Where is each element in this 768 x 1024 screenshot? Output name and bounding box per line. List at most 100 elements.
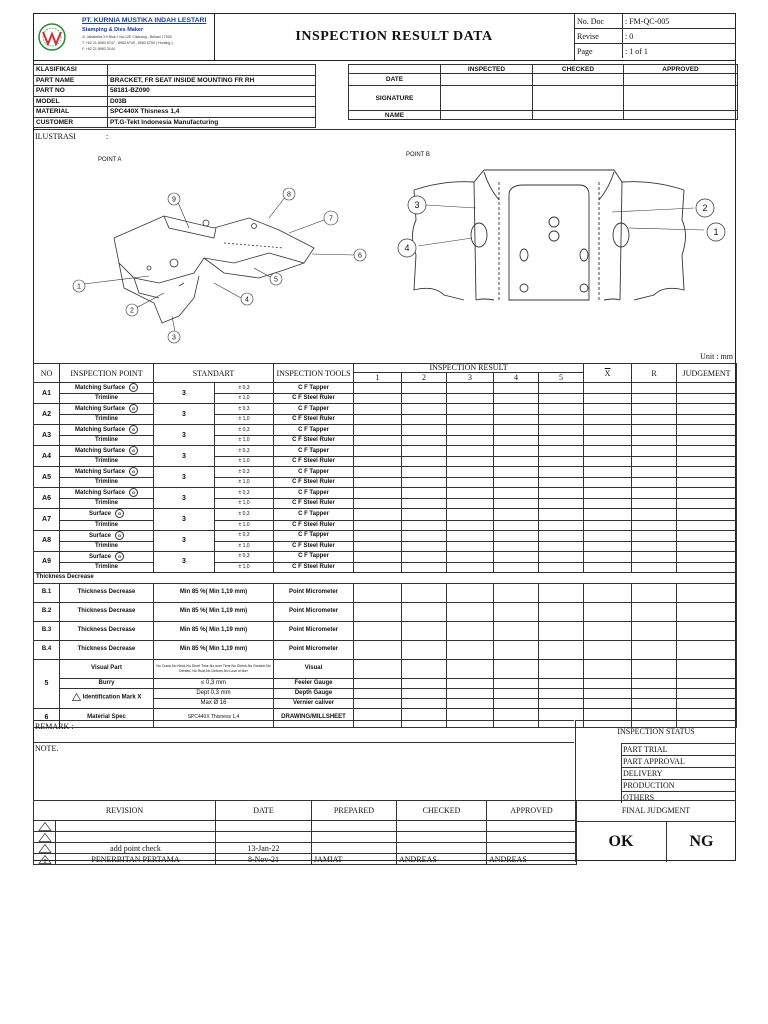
- result-cell[interactable]: [401, 519, 448, 531]
- result-cell[interactable]: [538, 519, 585, 531]
- result-cell[interactable]: [493, 487, 540, 500]
- result-cell[interactable]: [353, 414, 403, 426]
- result-cell[interactable]: [676, 381, 738, 395]
- result-cell[interactable]: [538, 529, 585, 542]
- result-cell[interactable]: [583, 550, 633, 563]
- result-cell[interactable]: [583, 435, 633, 447]
- result-cell[interactable]: [583, 601, 633, 622]
- result-cell[interactable]: [676, 424, 738, 437]
- result-cell[interactable]: [631, 639, 678, 660]
- result-cell[interactable]: [538, 707, 585, 728]
- result-cell[interactable]: [538, 601, 585, 622]
- result-cell[interactable]: [676, 435, 738, 447]
- result-cell[interactable]: [493, 540, 540, 552]
- result-cell[interactable]: [583, 498, 633, 510]
- result-cell[interactable]: [538, 561, 585, 573]
- result-cell[interactable]: [353, 519, 403, 531]
- result-cell[interactable]: [446, 498, 495, 510]
- result-cell[interactable]: [583, 393, 633, 405]
- result-cell[interactable]: [676, 519, 738, 531]
- result-cell[interactable]: [631, 498, 678, 510]
- result-cell[interactable]: [676, 403, 738, 416]
- result-cell[interactable]: [493, 697, 540, 709]
- result-cell[interactable]: [446, 697, 495, 709]
- result-cell[interactable]: [493, 519, 540, 531]
- result-cell[interactable]: [676, 466, 738, 479]
- inspected-date[interactable]: [440, 73, 533, 86]
- result-cell[interactable]: [676, 697, 738, 709]
- result-cell[interactable]: [353, 639, 403, 660]
- result-cell[interactable]: [538, 435, 585, 447]
- result-cell[interactable]: [353, 677, 403, 689]
- result-cell[interactable]: [401, 445, 448, 458]
- result-cell[interactable]: [353, 687, 403, 699]
- result-cell[interactable]: [493, 687, 540, 699]
- result-cell[interactable]: [493, 403, 540, 416]
- result-cell[interactable]: [583, 582, 633, 603]
- result-cell[interactable]: [493, 658, 540, 679]
- result-cell[interactable]: [446, 550, 495, 563]
- result-cell[interactable]: [446, 477, 495, 489]
- result-cell[interactable]: [631, 414, 678, 426]
- result-cell[interactable]: [446, 414, 495, 426]
- result-cell[interactable]: [583, 477, 633, 489]
- result-cell[interactable]: [676, 477, 738, 489]
- result-cell[interactable]: [401, 381, 448, 395]
- result-cell[interactable]: [631, 677, 678, 689]
- result-cell[interactable]: [538, 466, 585, 479]
- result-cell[interactable]: [353, 435, 403, 447]
- result-cell[interactable]: [401, 435, 448, 447]
- result-cell[interactable]: [353, 393, 403, 405]
- result-cell[interactable]: [353, 403, 403, 416]
- result-cell[interactable]: [538, 540, 585, 552]
- result-cell[interactable]: [538, 677, 585, 689]
- result-cell[interactable]: [493, 508, 540, 521]
- checked-date[interactable]: [532, 73, 624, 86]
- result-cell[interactable]: [631, 540, 678, 552]
- result-cell[interactable]: [631, 529, 678, 542]
- result-cell[interactable]: [631, 487, 678, 500]
- result-cell[interactable]: [631, 435, 678, 447]
- result-cell[interactable]: [401, 658, 448, 679]
- result-cell[interactable]: [538, 508, 585, 521]
- approved-signature[interactable]: [623, 85, 738, 111]
- result-cell[interactable]: [493, 529, 540, 542]
- result-cell[interactable]: [446, 487, 495, 500]
- status-production[interactable]: PRODUCTION: [622, 779, 736, 791]
- result-cell[interactable]: [676, 456, 738, 468]
- result-cell[interactable]: [493, 601, 540, 622]
- result-cell[interactable]: [353, 487, 403, 500]
- result-cell[interactable]: [493, 393, 540, 405]
- result-cell[interactable]: [446, 561, 495, 573]
- result-cell[interactable]: [538, 498, 585, 510]
- result-cell[interactable]: [583, 487, 633, 500]
- result-cell[interactable]: [676, 658, 738, 679]
- result-cell[interactable]: [538, 658, 585, 679]
- result-cell[interactable]: [583, 414, 633, 426]
- result-cell[interactable]: [353, 550, 403, 563]
- result-cell[interactable]: [401, 456, 448, 468]
- result-cell[interactable]: [676, 498, 738, 510]
- result-cell[interactable]: [446, 540, 495, 552]
- result-cell[interactable]: [676, 540, 738, 552]
- result-cell[interactable]: [676, 687, 738, 699]
- status-others[interactable]: OTHERS: [622, 791, 736, 803]
- result-cell[interactable]: [538, 620, 585, 641]
- result-cell[interactable]: [676, 707, 738, 728]
- result-cell[interactable]: [631, 466, 678, 479]
- result-cell[interactable]: [493, 414, 540, 426]
- result-cell[interactable]: [583, 529, 633, 542]
- result-cell[interactable]: [353, 424, 403, 437]
- result-cell[interactable]: [676, 639, 738, 660]
- result-cell[interactable]: [631, 445, 678, 458]
- result-cell[interactable]: [353, 508, 403, 521]
- inspected-signature[interactable]: [440, 85, 533, 111]
- result-cell[interactable]: [583, 687, 633, 699]
- result-cell[interactable]: [538, 582, 585, 603]
- result-cell[interactable]: [676, 620, 738, 641]
- result-cell[interactable]: [676, 561, 738, 573]
- result-cell[interactable]: [631, 550, 678, 563]
- result-cell[interactable]: [583, 445, 633, 458]
- result-cell[interactable]: [538, 477, 585, 489]
- result-cell[interactable]: [446, 456, 495, 468]
